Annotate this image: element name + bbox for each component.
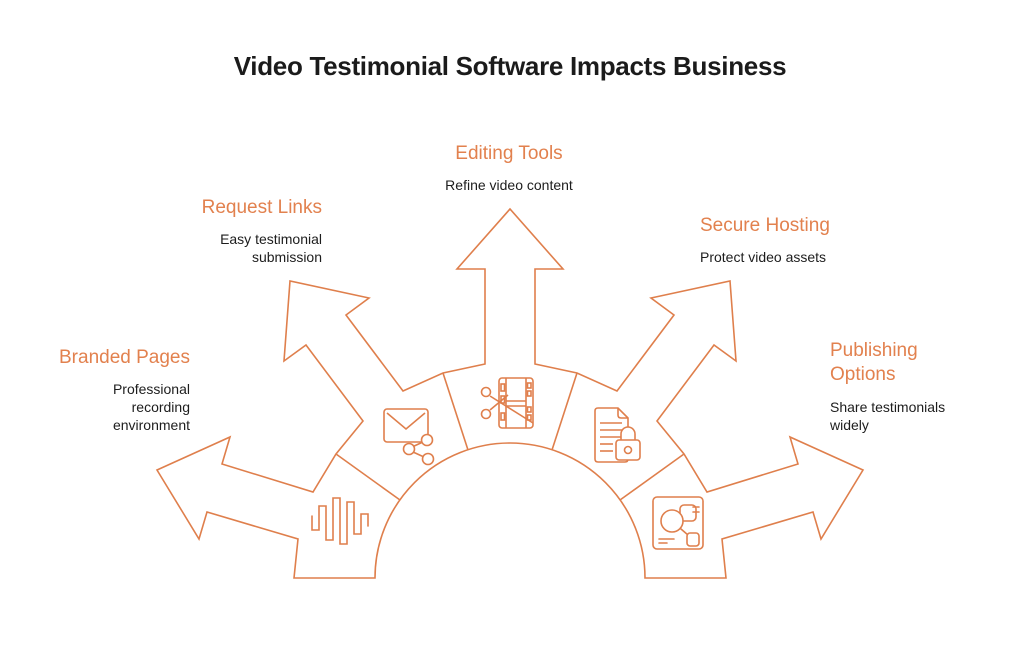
description-editing-tools: Refine video content xyxy=(445,177,573,193)
divider-secure-publishing xyxy=(619,453,685,501)
fan-arrows-outline xyxy=(155,207,865,579)
label-editing-tools: Editing Tools xyxy=(455,143,563,164)
document-lock-icon xyxy=(594,407,641,463)
waveform-icon xyxy=(311,497,369,545)
label-secure-hosting: Secure Hosting xyxy=(700,215,830,236)
description-publishing-options: Share testimonials widely xyxy=(830,399,946,433)
divider-editing-secure xyxy=(551,372,578,451)
divider-branded-request xyxy=(335,453,401,501)
page-title: Video Testimonial Software Impacts Busin… xyxy=(233,51,787,81)
description-secure-hosting: Protect video assets xyxy=(700,249,827,265)
envelope-share-icon xyxy=(383,408,435,466)
label-publishing-options: Publishing Options xyxy=(830,340,918,385)
label-request-links: Request Links xyxy=(201,197,322,218)
search-layout-icon xyxy=(652,496,704,550)
divider-request-editing xyxy=(442,372,469,451)
description-request-links: Easy testimonial submission xyxy=(220,231,322,265)
film-scissors-icon xyxy=(480,377,534,429)
label-branded-pages: Branded Pages xyxy=(59,347,190,368)
description-branded-pages: Professional recording environment xyxy=(112,381,190,433)
